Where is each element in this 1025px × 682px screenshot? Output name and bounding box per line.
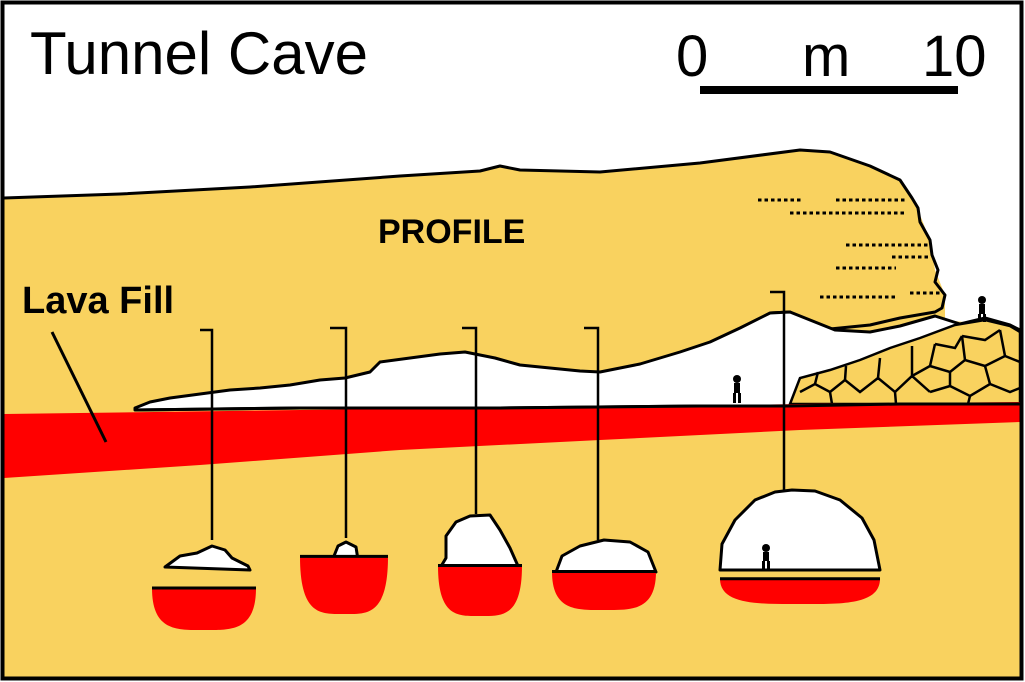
- cross-section-5: [718, 488, 882, 605]
- person-figure-profile: [733, 375, 741, 403]
- cross-section-1: [152, 544, 256, 631]
- cross-section-1-void: [163, 544, 252, 572]
- cross-section-3-void: [438, 513, 520, 570]
- cross-section-3: [438, 513, 522, 617]
- breakdown-blocks: [788, 318, 1022, 406]
- diagram-title: Tunnel Cave: [30, 20, 368, 87]
- cross-section-4: [552, 538, 658, 611]
- scale-bar-unit-label: m: [802, 24, 850, 89]
- person-figure-section: [762, 544, 770, 569]
- cross-section-4-void: [554, 538, 658, 574]
- lava-fill-band: [4, 402, 1020, 478]
- person-figure-entrance: [978, 296, 986, 322]
- rock-top-outline: [3, 148, 947, 332]
- lava-fill-label: Lava Fill: [22, 280, 174, 322]
- cross-sections: [152, 488, 882, 631]
- cross-section-2-lava: [300, 556, 388, 615]
- section-leader-lines: [200, 290, 786, 540]
- profile-label: PROFILE: [378, 213, 525, 251]
- cross-section-5-void: [718, 488, 882, 572]
- cross-section-4-lava: [552, 571, 656, 611]
- cross-section-3-lava: [438, 565, 522, 617]
- cross-section-1-lava: [152, 588, 256, 631]
- cave-floor-line: [134, 402, 1020, 412]
- scale-bar-start-label: 0: [676, 24, 708, 89]
- lava-fill-leader: [50, 331, 108, 443]
- cross-section-2: [300, 540, 388, 615]
- cross-section-5-lava: [720, 578, 880, 605]
- scale-bar-end-label: 10: [922, 24, 987, 89]
- wall-texture-dashes: [758, 198, 940, 299]
